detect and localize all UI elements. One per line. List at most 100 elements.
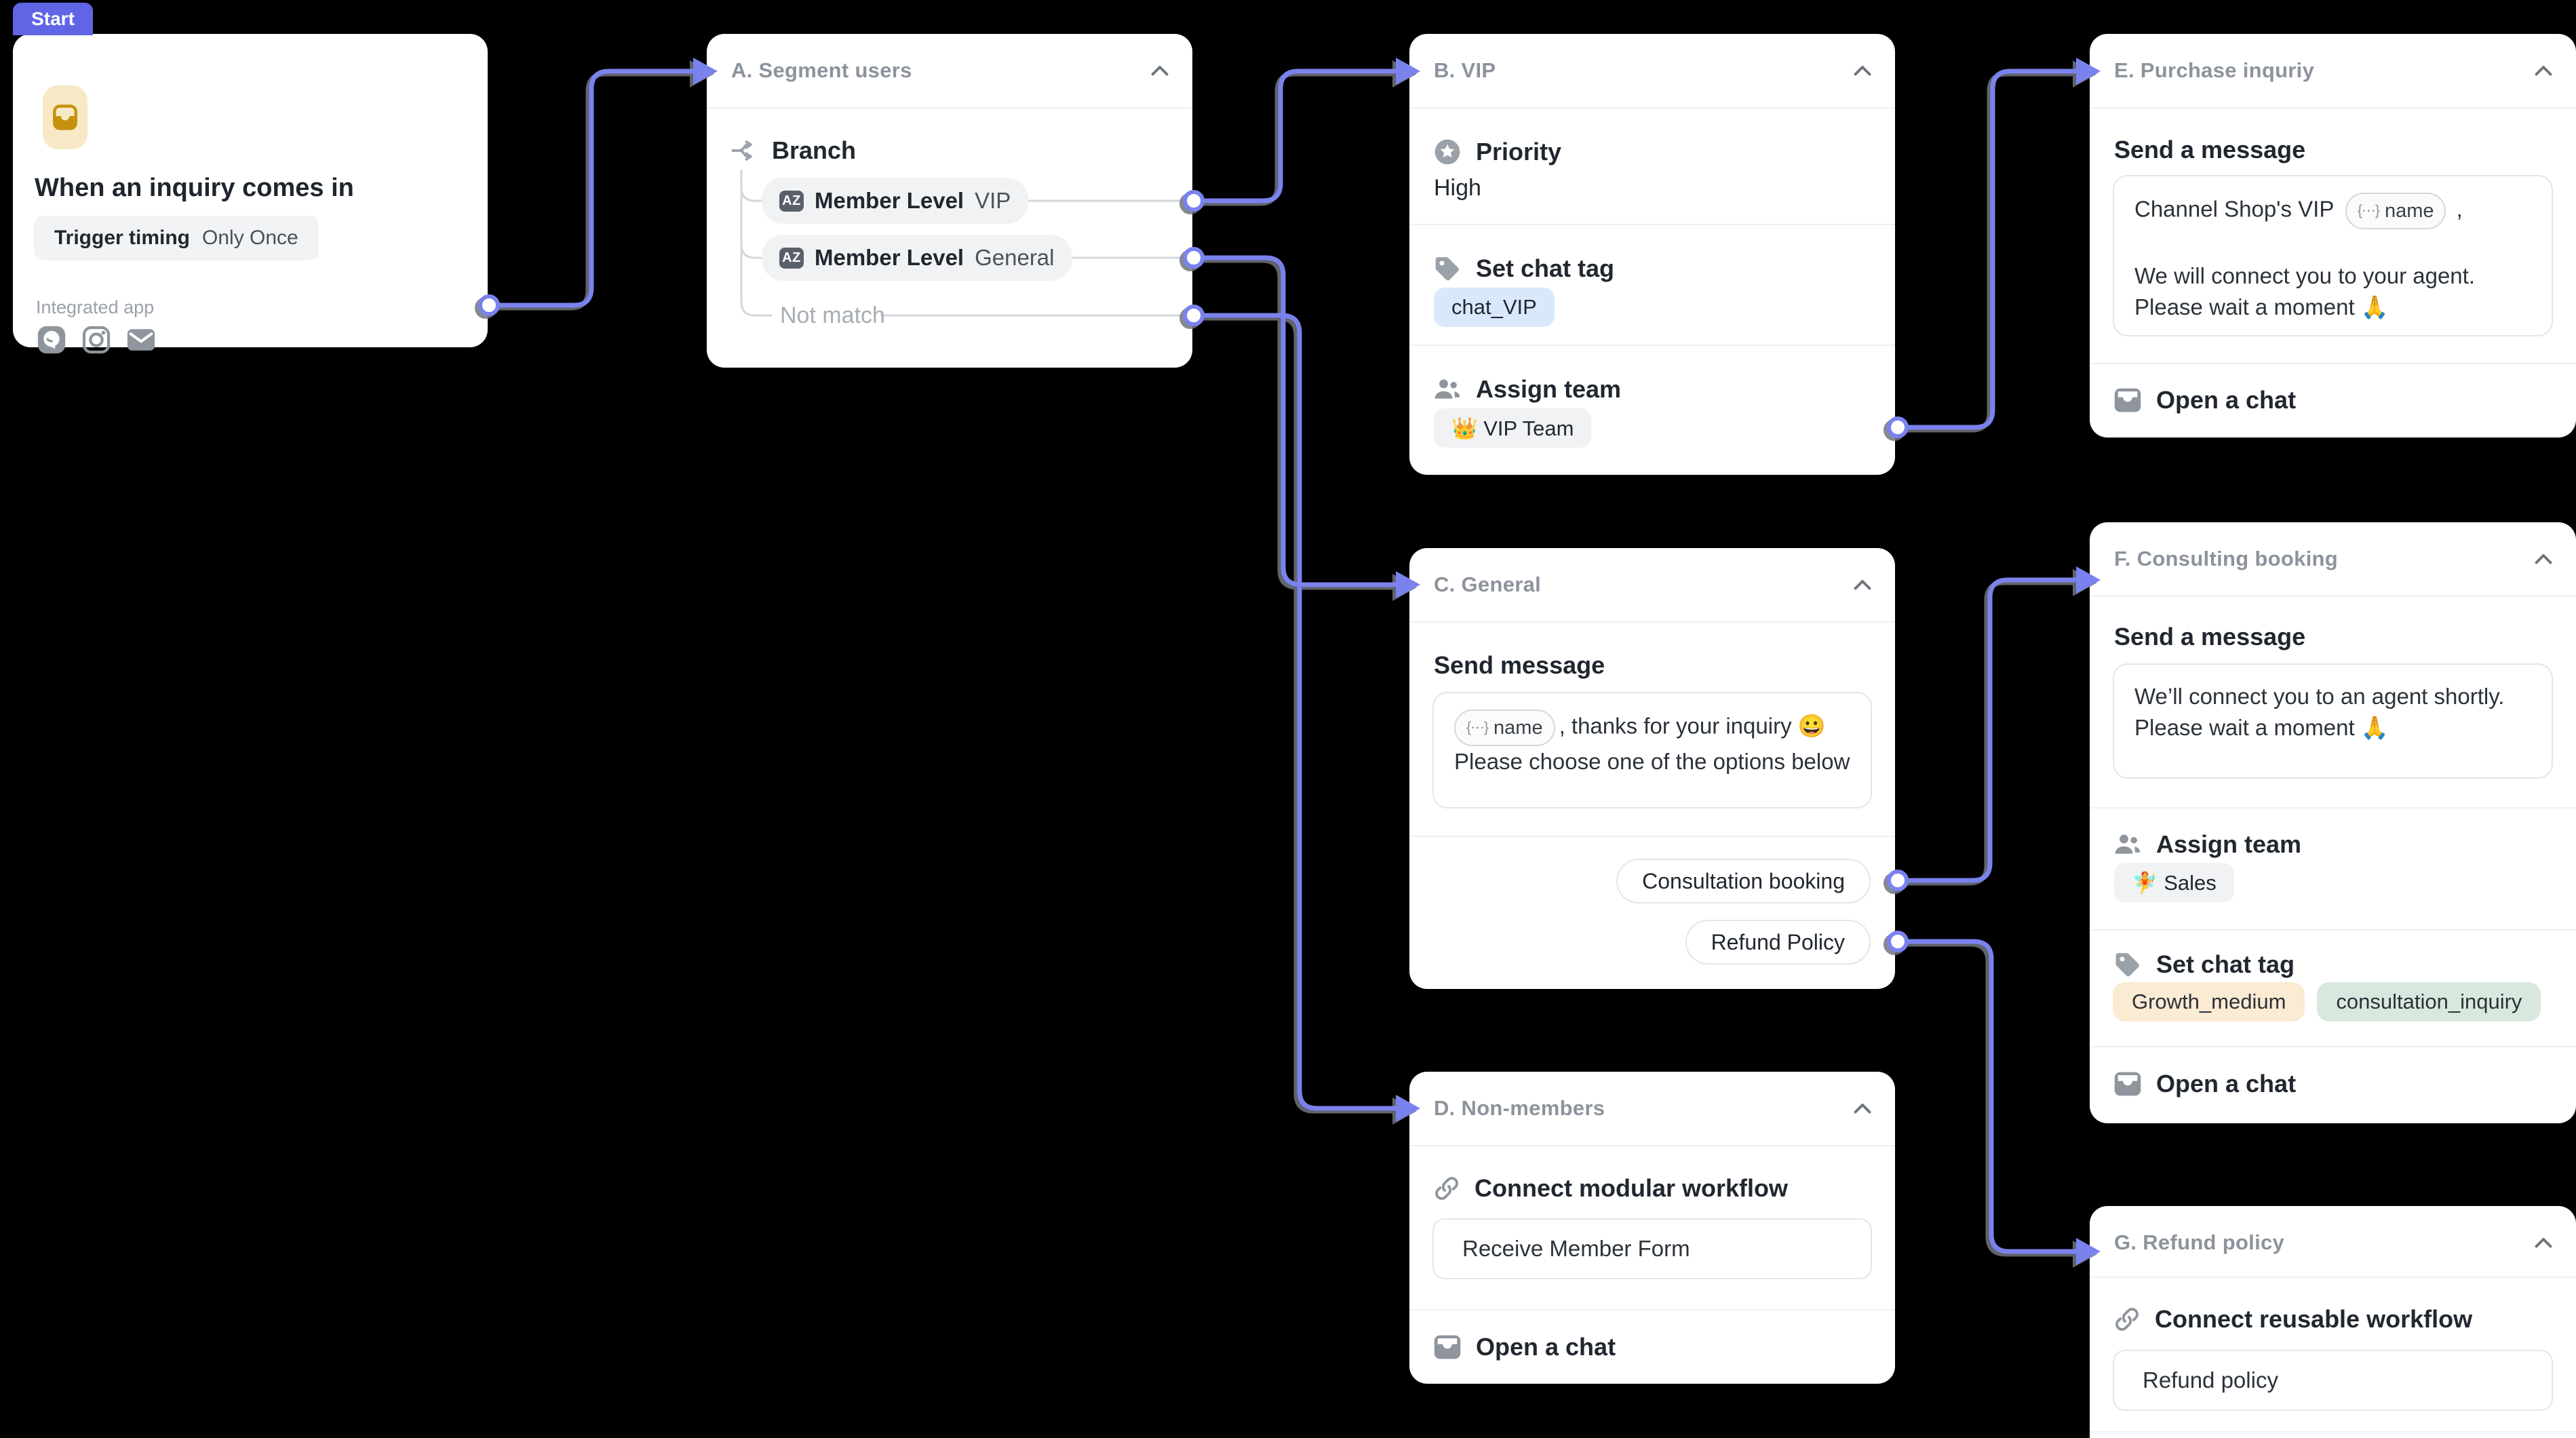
chat-tag-chat-vip[interactable]: chat_VIP bbox=[1434, 288, 1555, 327]
option-consultation-booking[interactable]: Consultation booking bbox=[1616, 859, 1871, 903]
workflow-name: Refund policy bbox=[2143, 1367, 2278, 1393]
team-sales[interactable]: 🧚 Sales bbox=[2114, 863, 2234, 902]
node-f-consulting-booking[interactable]: F. Consulting booking Send a message We’… bbox=[2090, 522, 2576, 1123]
variable-chip-name[interactable]: {⋯}name bbox=[1454, 710, 1555, 746]
variable-chip-name[interactable]: {⋯}name bbox=[2345, 193, 2446, 229]
az-field-icon: AZ bbox=[779, 190, 804, 212]
collapse-chevron-icon[interactable] bbox=[1850, 573, 1875, 598]
trigger-timing-pill[interactable]: Trigger timing Only Once bbox=[34, 216, 319, 260]
trigger-timing-value: Only Once bbox=[202, 227, 298, 249]
open-chat-icon bbox=[2114, 1072, 2141, 1096]
start-title: When an inquiry comes in bbox=[35, 174, 354, 202]
send-a-message-label: Send a message bbox=[2114, 136, 2306, 163]
message-comma: , bbox=[2456, 196, 2463, 222]
assign-team-label: Assign team bbox=[2156, 830, 2302, 858]
node-a-segment-users[interactable]: A. Segment users Branch AZ Member Level … bbox=[707, 34, 1192, 368]
collapse-chevron-icon[interactable] bbox=[2531, 547, 2556, 572]
message-line-1: We’ll connect you to an agent shortly. bbox=[2134, 684, 2505, 709]
not-match-label: Not match bbox=[780, 303, 885, 328]
node-g-refund-policy[interactable]: G. Refund policy Connect reusable workfl… bbox=[2090, 1206, 2576, 1438]
branch-icon bbox=[731, 140, 752, 161]
node-e-purchase-inquiry[interactable]: E. Purchase inquriy Send a message Chann… bbox=[2090, 34, 2576, 438]
open-chat-icon bbox=[1434, 1335, 1461, 1359]
message-box[interactable]: Channel Shop's VIP {⋯}name , We will con… bbox=[2113, 175, 2553, 336]
email-icon bbox=[127, 329, 155, 351]
node-c-title: C. General bbox=[1434, 572, 1542, 596]
condition-member-level-general[interactable]: AZ Member Level General bbox=[762, 235, 1072, 281]
team-people-icon bbox=[1435, 379, 1460, 399]
wire-vip-to-b bbox=[1198, 69, 1400, 203]
assign-team-label: Assign team bbox=[1476, 375, 1622, 403]
message-line-2: Please choose one of the options below bbox=[1454, 749, 1850, 774]
priority-label: Priority bbox=[1476, 138, 1562, 166]
modular-workflow-value[interactable]: Receive Member Form bbox=[1432, 1218, 1872, 1279]
collapse-chevron-icon[interactable] bbox=[2531, 1231, 2556, 1256]
wire-notmatch-to-d bbox=[1198, 313, 1400, 1111]
connect-reusable-workflow-label: Connect reusable workflow bbox=[2155, 1305, 2473, 1333]
message-line-2: Please wait a moment 🙏 bbox=[2134, 715, 2389, 740]
wire-consult-to-f bbox=[1902, 577, 2080, 883]
link-icon bbox=[2115, 1308, 2139, 1331]
option-refund-policy[interactable]: Refund Policy bbox=[1685, 920, 1871, 965]
tag-icon bbox=[2115, 953, 2139, 977]
condition-value: General bbox=[975, 245, 1055, 270]
set-chat-tag-label: Set chat tag bbox=[1476, 254, 1615, 282]
node-b-title: B. VIP bbox=[1434, 58, 1496, 82]
link-icon bbox=[1435, 1177, 1458, 1200]
node-d-non-members[interactable]: D. Non-members Connect modular workflow … bbox=[1409, 1072, 1895, 1384]
condition-field: Member Level bbox=[815, 188, 964, 213]
channel-messenger-icon bbox=[37, 326, 66, 354]
reusable-workflow-value[interactable]: Refund policy bbox=[2113, 1350, 2553, 1411]
node-start[interactable]: Start When an inquiry comes in Trigger t… bbox=[13, 3, 488, 354]
inbox-icon bbox=[53, 104, 77, 130]
node-b-vip[interactable]: B. VIP Priority High Set chat tag chat_V… bbox=[1409, 34, 1895, 475]
message-box[interactable]: We’ll connect you to an agent shortly. P… bbox=[2113, 663, 2553, 779]
open-chat-icon bbox=[2114, 388, 2141, 412]
condition-member-level-vip[interactable]: AZ Member Level VIP bbox=[762, 178, 1029, 224]
condition-field: Member Level bbox=[815, 245, 964, 270]
node-c-general[interactable]: C. General Send message {⋯}name, thanks … bbox=[1409, 548, 1895, 989]
collapse-chevron-icon[interactable] bbox=[2531, 59, 2556, 83]
inbox-trigger-icon bbox=[43, 85, 87, 149]
connect-modular-workflow-label: Connect modular workflow bbox=[1475, 1174, 1789, 1202]
collapse-chevron-icon[interactable] bbox=[1850, 1097, 1875, 1121]
priority-star-icon bbox=[1435, 139, 1460, 165]
node-a-title: A. Segment users bbox=[731, 58, 912, 82]
team-vip-team[interactable]: 👑 VIP Team bbox=[1434, 408, 1592, 448]
collapse-chevron-icon[interactable] bbox=[1850, 59, 1875, 83]
chat-tag-consultation-inquiry[interactable]: consultation_inquiry bbox=[2317, 982, 2541, 1022]
wire-b-to-e bbox=[1902, 69, 2080, 430]
tag-icon bbox=[1435, 257, 1459, 281]
instagram-icon bbox=[82, 326, 111, 354]
wire-general-to-c bbox=[1198, 255, 1400, 587]
set-chat-tag-label: Set chat tag bbox=[2156, 950, 2295, 978]
wire-refund-to-g bbox=[1902, 939, 2080, 1254]
node-e-title: E. Purchase inquriy bbox=[2114, 58, 2315, 82]
integrated-app-label: Integrated app bbox=[36, 297, 155, 317]
open-a-chat-label: Open a chat bbox=[2156, 1070, 2297, 1097]
message-line-3: Please wait a moment 🙏 bbox=[2134, 294, 2389, 319]
node-g-title: G. Refund policy bbox=[2114, 1230, 2285, 1254]
node-f-title: F. Consulting booking bbox=[2114, 547, 2339, 570]
message-line-1: Channel Shop's VIP bbox=[2134, 196, 2334, 222]
start-badge: Start bbox=[13, 3, 93, 35]
send-message-label: Send message bbox=[1434, 651, 1605, 679]
team-people-icon bbox=[2115, 834, 2141, 854]
workflow-name: Receive Member Form bbox=[1462, 1236, 1690, 1261]
integrated-app-icons bbox=[36, 324, 157, 355]
branch-label: Branch bbox=[772, 136, 857, 164]
message-line-1: , thanks for your inquiry 😀 bbox=[1559, 713, 1826, 739]
open-a-chat-label: Open a chat bbox=[2156, 386, 2297, 414]
send-a-message-label: Send a message bbox=[2114, 623, 2306, 650]
az-field-icon: AZ bbox=[779, 247, 804, 269]
node-d-title: D. Non-members bbox=[1434, 1096, 1605, 1120]
trigger-timing-label: Trigger timing bbox=[54, 227, 191, 249]
priority-value: High bbox=[1434, 175, 1481, 201]
condition-value: VIP bbox=[975, 188, 1011, 213]
chat-tag-growth-medium[interactable]: Growth_medium bbox=[2113, 982, 2305, 1022]
message-line-2: We will connect you to your agent. bbox=[2134, 263, 2475, 288]
collapse-chevron-icon[interactable] bbox=[1148, 59, 1172, 83]
message-box[interactable]: {⋯}name, thanks for your inquiry 😀 Pleas… bbox=[1432, 692, 1872, 809]
open-a-chat-label: Open a chat bbox=[1476, 1333, 1616, 1361]
